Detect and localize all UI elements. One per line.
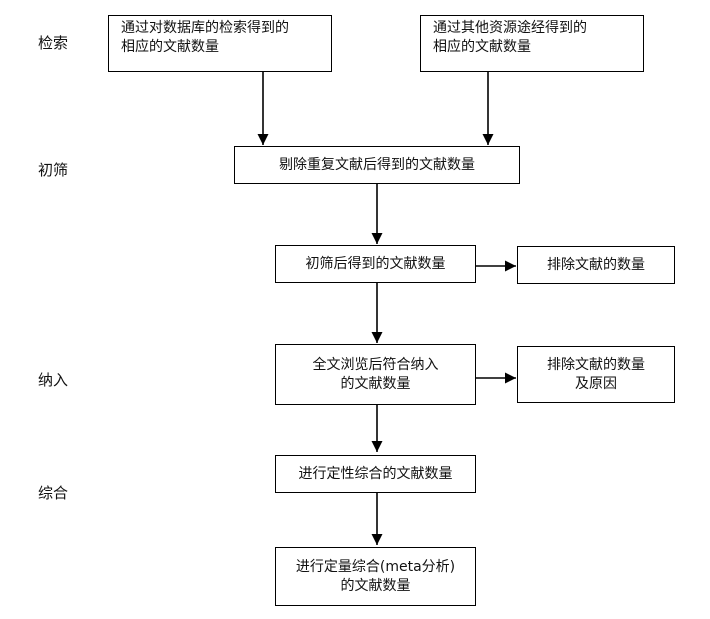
stage-label-search: 检索 [38, 34, 69, 52]
box-line: 及原因 [575, 375, 617, 392]
box-excluded-screening: 排除文献的数量 [517, 246, 675, 284]
stage-label-synthesis: 综合 [38, 484, 69, 502]
box-quantitative-synthesis: 进行定量综合(meta分析) 的文献数量 [275, 547, 476, 606]
box-line: 通过其他资源途经得到的 [433, 20, 587, 36]
box-line: 的文献数量 [340, 577, 411, 594]
box-after-screening: 初筛后得到的文献数量 [275, 245, 476, 283]
stage-label-inclusion: 纳入 [38, 371, 69, 389]
box-line: 排除文献的数量 [547, 256, 645, 273]
box-line: 相应的文献数量 [121, 39, 219, 55]
box-line: 通过对数据库的检索得到的 [121, 20, 289, 36]
box-line: 进行定量综合(meta分析) [295, 558, 456, 575]
box-after-dedup: 剔除重复文献后得到的文献数量 [234, 146, 520, 184]
box-qualitative-synthesis: 进行定性综合的文献数量 [275, 455, 476, 493]
box-excluded-fulltext: 排除文献的数量 及原因 [517, 346, 675, 403]
box-line: 全文浏览后符合纳入 [312, 356, 439, 373]
box-database-records: 通过对数据库的检索得到的 相应的文献数量 [108, 15, 332, 72]
box-line: 初筛后得到的文献数量 [305, 255, 446, 272]
box-fulltext-eligible: 全文浏览后符合纳入 的文献数量 [275, 344, 476, 405]
box-line: 相应的文献数量 [433, 39, 531, 55]
box-line: 排除文献的数量 [547, 356, 645, 373]
box-line: 剔除重复文献后得到的文献数量 [279, 156, 475, 173]
box-line: 进行定性综合的文献数量 [298, 465, 453, 482]
box-line: 的文献数量 [340, 375, 411, 392]
box-other-source-records: 通过其他资源途经得到的 相应的文献数量 [420, 15, 644, 72]
stage-label-screening: 初筛 [38, 161, 69, 179]
